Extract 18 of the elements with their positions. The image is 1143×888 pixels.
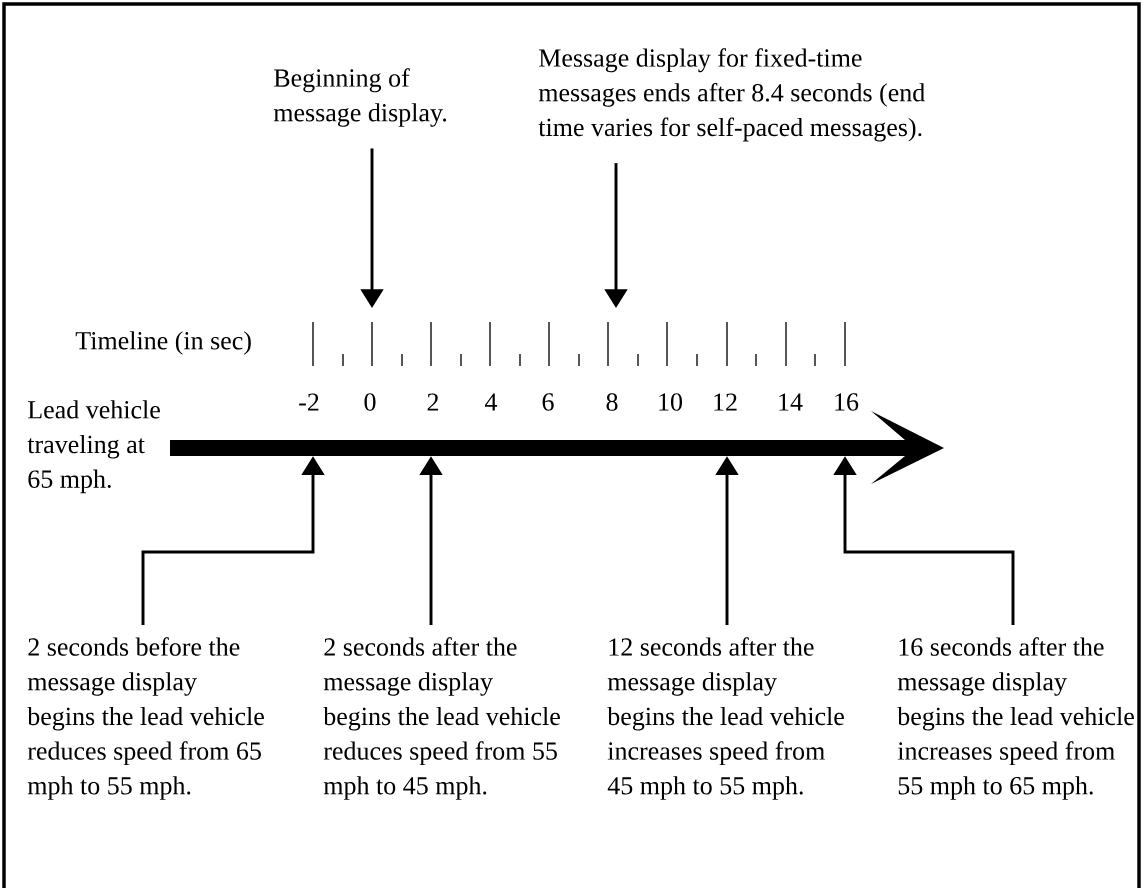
tick-label: 4	[485, 393, 498, 411]
annotation-text: 16 seconds after the message display begins the lead vehicle increases speed from 55 mph to 65 mph.	[897, 637, 1134, 800]
tick-label: -2	[299, 393, 319, 411]
tick-label: 8	[606, 393, 618, 411]
tick-label: 14	[779, 393, 803, 411]
annotation-text: Message display for fixed-time messages ends after 8.4 seconds (end time varies for self-paced messages).	[538, 48, 925, 142]
tick-label: 12	[714, 393, 737, 411]
tick-label: 6	[542, 393, 554, 411]
annotation-text: 12 seconds after the message display begins the lead vehicle increases speed from 45 mph to 55 mph.	[607, 637, 844, 800]
axis-title: Timeline (in sec)	[75, 331, 251, 355]
annotation-text: 2 seconds before the message display begins the lead vehicle reduces speed from 65 mph to 55 mph.	[27, 637, 264, 800]
annotation-text: 2 seconds after the message display begins the lead vehicle reduces speed from 55 mph to 45 mph.	[323, 637, 560, 800]
tick-label: 0	[364, 393, 376, 411]
tick-label: 2	[427, 393, 439, 411]
tick-label: 10	[659, 393, 682, 411]
annotation-text: Beginning of message display.	[273, 68, 447, 127]
tick-label: 16	[835, 393, 859, 411]
caption-text: Lead vehicle traveling at 65 mph.	[27, 400, 160, 494]
